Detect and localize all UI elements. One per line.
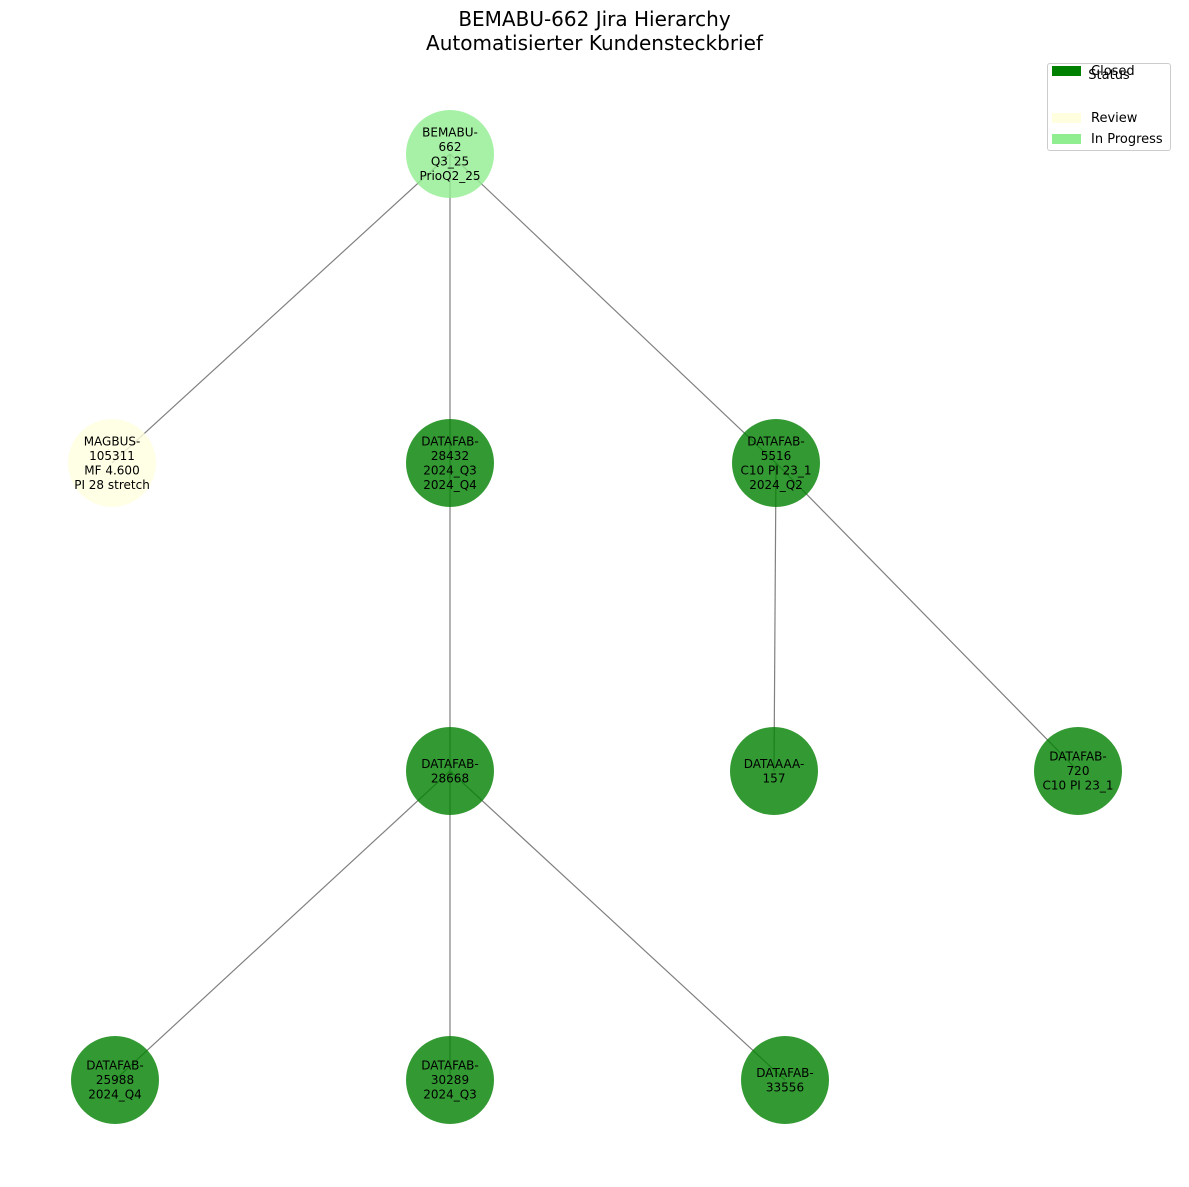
node-circle <box>406 1036 494 1124</box>
node-circle <box>741 1036 829 1124</box>
node-label-line: 30289 <box>431 1073 469 1087</box>
edge-bemabu-662-to-magbus-105311 <box>111 153 451 464</box>
node-label-line: 720 <box>1067 764 1090 778</box>
node-label-line: 105311 <box>89 449 135 463</box>
node-circle <box>1034 727 1122 815</box>
node-datafab-28668: DATAFAB-28668 <box>406 727 494 815</box>
legend-label-closed: Closed <box>1091 64 1135 79</box>
legend-label-in-progress: In Progress <box>1091 132 1163 147</box>
node-circle <box>406 419 494 507</box>
diagram-subtitle: Automatisierter Kundensteckbrief <box>426 31 763 55</box>
legend-label-review: Review <box>1091 111 1138 126</box>
node-label-line: 33556 <box>766 1080 804 1094</box>
legend-swatch-closed <box>1052 65 1081 76</box>
node-label-line: 2024_Q4 <box>88 1088 142 1102</box>
node-label-line: 25988 <box>96 1073 134 1087</box>
node-circle <box>732 419 820 507</box>
node-circle <box>71 1036 159 1124</box>
nodes-layer: BEMABU-662Q3_25PrioQ2_25MAGBUS-105311MF … <box>68 110 1122 1124</box>
node-label-line: DATAFAB- <box>421 757 479 771</box>
node-dataaaa-157: DATAAAA-157 <box>730 727 818 815</box>
legend-item-closed: Closed <box>1052 64 1135 80</box>
node-circle <box>68 419 156 507</box>
node-label-line: 28432 <box>431 449 469 463</box>
node-circle <box>406 110 494 198</box>
node-circle <box>406 727 494 815</box>
legend-swatch-in-progress <box>1052 133 1081 144</box>
node-label-line: DATAFAB- <box>86 1059 144 1073</box>
node-label-line: MF 4.600 <box>84 463 139 477</box>
node-label-line: C10 PI 23_1 <box>741 463 812 477</box>
node-label-line: DATAFAB- <box>1049 750 1107 764</box>
node-label-line: 2024_Q3 <box>423 463 477 477</box>
status-legend: Status Review In Progress Closed <box>1047 63 1171 151</box>
node-label-line: 5516 <box>761 449 792 463</box>
node-label-line: 2024_Q4 <box>423 478 477 492</box>
node-label-line: DATAFAB- <box>756 1066 814 1080</box>
legend-item-review: Review <box>1052 111 1137 127</box>
node-label-line: DATAAAA- <box>744 757 805 771</box>
node-label-line: PrioQ2_25 <box>420 169 481 183</box>
legend-item-in-progress: In Progress <box>1052 132 1163 148</box>
edge-bemabu-662-to-datafab-5516 <box>449 153 777 464</box>
node-label-line: C10 PI 23_1 <box>1043 779 1114 793</box>
node-label-line: Q3_25 <box>431 154 469 168</box>
node-datafab-33556: DATAFAB-33556 <box>741 1036 829 1124</box>
node-label-line: DATAFAB- <box>747 434 805 448</box>
node-label-line: DATAFAB- <box>421 434 479 448</box>
node-label-line: BEMABU- <box>422 125 478 139</box>
edges-layer <box>111 153 1079 1081</box>
node-label-line: DATAFAB- <box>421 1059 479 1073</box>
node-label-line: 2024_Q3 <box>423 1088 477 1102</box>
legend-swatch-review <box>1052 112 1081 123</box>
node-label-line: PI 28 stretch <box>74 478 150 492</box>
node-label-line: 2024_Q2 <box>749 478 803 492</box>
edge-datafab-28668-to-datafab-33556 <box>449 770 786 1081</box>
edge-datafab-5516-to-dataaaa-157 <box>773 462 777 772</box>
edge-datafab-5516-to-datafab-720 <box>775 462 1079 772</box>
node-label-line: 662 <box>439 140 462 154</box>
node-label-line: 28668 <box>431 771 469 785</box>
edge-datafab-28668-to-datafab-25988 <box>114 770 451 1081</box>
node-label-line: 157 <box>763 771 786 785</box>
diagram-title: BEMABU-662 Jira Hierarchy <box>458 7 731 31</box>
node-label-line: MAGBUS- <box>84 434 141 448</box>
node-circle <box>730 727 818 815</box>
legend-title: Status <box>1088 68 1130 83</box>
